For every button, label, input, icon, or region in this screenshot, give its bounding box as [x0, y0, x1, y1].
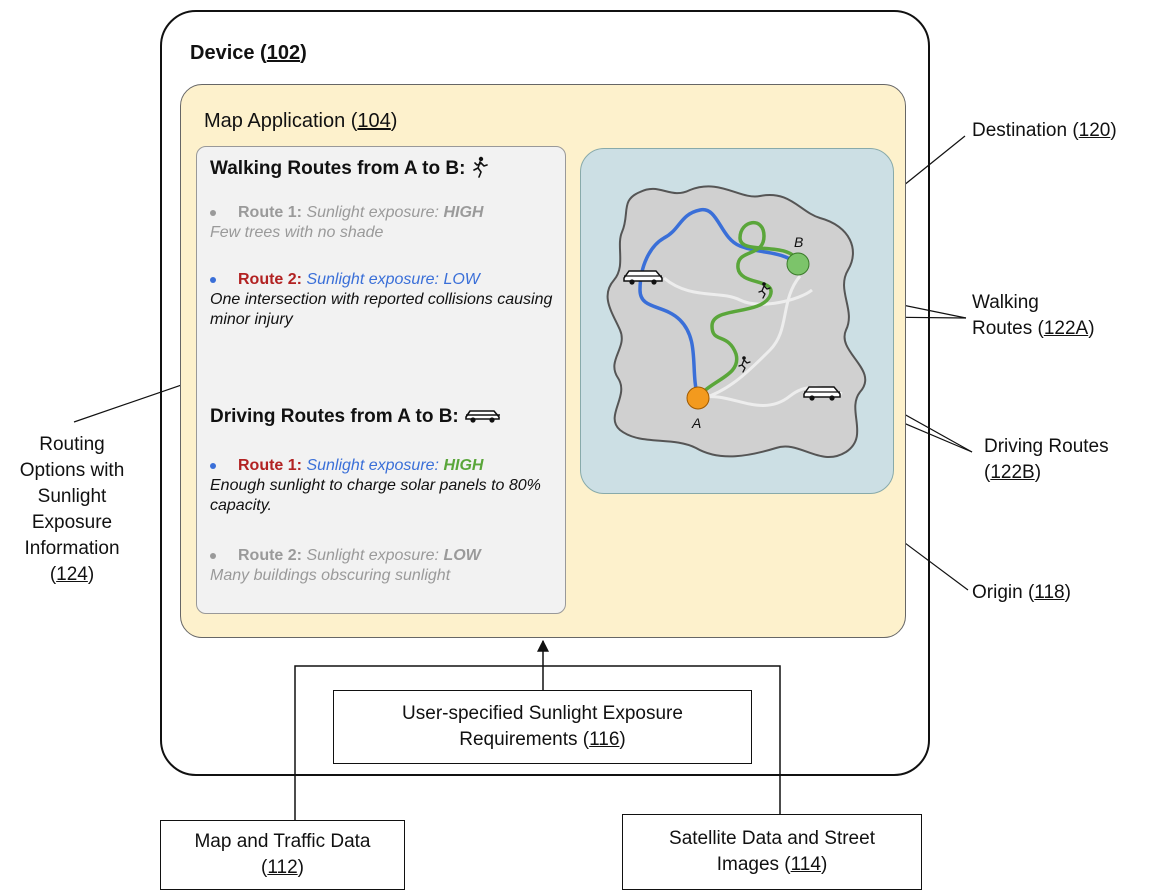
map-application-title: Map Application (104): [204, 110, 398, 132]
walking-routes-callout: Walking Routes (122A): [972, 292, 1095, 339]
map-illustration: A B: [606, 185, 867, 458]
routing-options-callout: Routing Options with Sunlight Exposure I…: [19, 434, 125, 585]
bullet-dot: [210, 552, 216, 559]
driving-route-1[interactable]: Route 1: Sunlight exposure: HIGH Enough …: [210, 457, 541, 514]
walking-route-path-gray: [703, 275, 802, 400]
driving-route-path-gray: [663, 276, 813, 306]
destination-marker: [786, 252, 810, 276]
driving-routes-callout: Driving Routes (122B): [984, 436, 1109, 483]
device-container: [160, 10, 930, 776]
satellite-data-box: Satellite Data and Street Images (114): [622, 814, 922, 890]
routing-options-panel: [196, 146, 566, 614]
walking-person-icon: [738, 356, 751, 373]
bullet-dot: [210, 209, 216, 216]
map-region-shape: [606, 185, 867, 458]
green-route-path: [696, 221, 800, 400]
driving-routes-heading: Driving Routes from A to B:: [210, 406, 502, 428]
bullet-dot: [210, 276, 216, 283]
origin-callout: Origin (118): [972, 582, 1071, 603]
walking-person-icon: [758, 282, 771, 299]
walking-person-icon: [472, 156, 488, 178]
destination-label: B: [794, 234, 803, 250]
blue-route-path: [638, 208, 800, 400]
walking-route-1[interactable]: Route 1: Sunlight exposure: HIGH Few tre…: [210, 204, 484, 241]
map-data-feed-line: [294, 665, 781, 820]
destination-callout: Destination (120): [972, 120, 1117, 141]
car-icon: [465, 410, 501, 423]
bullet-dot: [210, 462, 216, 469]
walking-route-2[interactable]: Route 2: Sunlight exposure: LOW One inte…: [210, 271, 553, 328]
routing-options-arrow: [73, 378, 197, 423]
car-icon: [623, 270, 663, 285]
driving-route-2[interactable]: Route 2: Sunlight exposure: LOW Many bui…: [210, 547, 481, 584]
device-title: Device (102): [190, 42, 307, 64]
map-traffic-data-box: Map and Traffic Data (112): [160, 820, 405, 890]
origin-marker: [686, 386, 710, 410]
sunlight-requirements-box: User-specified Sunlight Exposure Require…: [333, 690, 752, 764]
walking-routes-heading: Walking Routes from A to B:: [210, 156, 489, 180]
car-icon: [803, 386, 841, 401]
origin-label: A: [691, 415, 701, 431]
